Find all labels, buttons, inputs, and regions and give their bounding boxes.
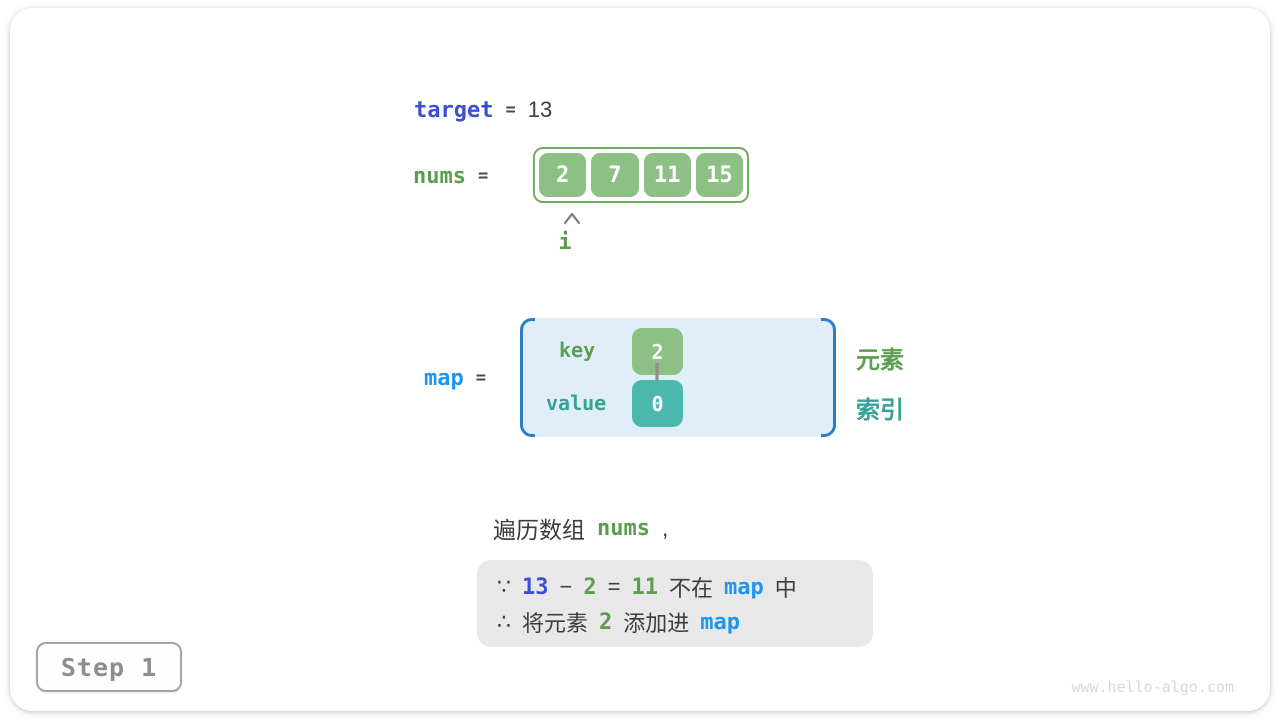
map-label: map	[424, 365, 464, 391]
array-cell: 11	[643, 153, 691, 197]
text-not-in: 不在	[668, 576, 713, 601]
token-target-value: 13	[522, 574, 549, 600]
map-row: map =	[424, 364, 498, 392]
step-badge-label: Step 1	[60, 652, 158, 682]
caption-text: 遍历数组	[493, 517, 585, 543]
array-cell: 15	[695, 153, 743, 197]
equals-sign: =	[505, 100, 516, 120]
token-map: map	[700, 609, 741, 635]
because-symbol: ∵	[497, 574, 511, 599]
token-current-element: 2	[583, 574, 597, 600]
annotation-index: 索引	[856, 397, 904, 424]
text-add-into: 添加进	[623, 611, 690, 636]
token-current-element: 2	[599, 609, 613, 635]
explanation-line-2: ∴ 将元素 2 添加进 map	[497, 605, 853, 639]
left-bracket	[520, 318, 535, 437]
index-pointer-label: i	[558, 230, 572, 255]
caption-comma: ,	[661, 514, 669, 541]
step-badge: Step 1	[36, 642, 182, 692]
map-container: key 2 value 0	[520, 318, 836, 437]
caption-nums: nums	[597, 515, 650, 541]
explanation-line-1: ∵ 13 − 2 = 11 不在 map 中	[497, 570, 853, 604]
therefore-symbol: ∴	[497, 609, 511, 634]
minus-sign: −	[559, 574, 573, 599]
target-label: target	[414, 97, 494, 123]
watermark: www.hello-algo.com	[1071, 678, 1234, 696]
chevron-up-icon	[563, 212, 581, 225]
figure-card: target = 13 nums = 2 7 11 15 i map = key…	[10, 8, 1270, 711]
array-cell: 2	[539, 153, 587, 197]
nums-array: 2 7 11 15	[533, 147, 749, 203]
token-map: map	[723, 574, 764, 600]
target-row: target = 13	[414, 96, 552, 124]
explanation-box: ∵ 13 − 2 = 11 不在 map 中 ∴ 将元素 2 添加进 map	[477, 560, 873, 647]
equals-sign: =	[477, 166, 489, 186]
text-in: 中	[774, 576, 797, 601]
target-value: 13	[527, 97, 553, 122]
text-add-element: 将元素	[522, 611, 589, 636]
nums-label: nums	[413, 163, 466, 189]
array-cell: 7	[591, 153, 639, 197]
right-bracket	[821, 318, 836, 437]
value-label: value	[546, 391, 607, 415]
map-value-cell: 0	[632, 380, 683, 427]
token-difference: 11	[631, 574, 658, 600]
equals-sign: =	[475, 368, 486, 388]
equals-sign: =	[607, 574, 621, 599]
key-label: key	[559, 338, 596, 362]
nums-row: nums =	[413, 162, 500, 190]
caption-row: 遍历数组 nums ,	[493, 513, 669, 544]
annotation-element: 元素	[856, 347, 904, 374]
